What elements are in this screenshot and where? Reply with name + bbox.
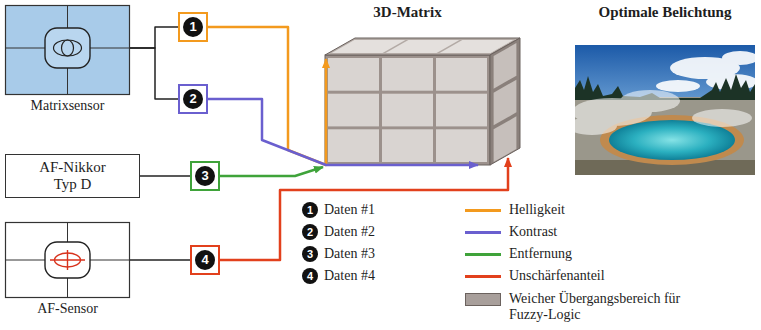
legend-text: Kontrast (509, 224, 557, 240)
legend-row: Unschärfenanteil (465, 268, 605, 284)
matrix-sensor-symbol (6, 6, 130, 95)
lens-box: AF-Nikkor Typ D (5, 154, 140, 198)
legend-row: 4 Daten #4 (302, 268, 375, 284)
node-label: 3D-Matrix (325, 3, 490, 21)
cube-top (325, 38, 520, 55)
legend-line (465, 231, 501, 234)
node-label: Matrixsensor (5, 97, 130, 114)
legend-row: Helligkeit (465, 202, 565, 218)
sensor-box: AF-Sensor (5, 222, 130, 317)
data-callout: 2 (178, 84, 208, 114)
legend-text: Weicher Übergangsbereich für Fuzzy-Logic (509, 291, 714, 323)
callout-number: 4 (302, 268, 318, 284)
legend-text: Daten #4 (324, 268, 375, 284)
callout-number: 1 (302, 202, 318, 218)
legend-row: 3 Daten #3 (302, 246, 375, 262)
legend-row: Weicher Übergangsbereich für Fuzzy-Logic (465, 291, 714, 323)
cube-cells (328, 58, 487, 162)
data-callout: 1 (178, 12, 208, 42)
callout-number: 1 (183, 17, 203, 37)
callout-number: 3 (302, 246, 318, 262)
legend-number-dot: 1 (302, 202, 318, 218)
signal-line (140, 175, 190, 177)
cube-side (490, 38, 520, 165)
callout-dot: 3 (195, 166, 215, 186)
legend-row: 1 Daten #1 (302, 202, 375, 218)
signal-line (130, 27, 178, 48)
photo-panel: Optimale Belichtung (575, 3, 755, 175)
signal-line (130, 259, 190, 261)
sensor-frame (6, 223, 130, 298)
sensor-grid (6, 223, 130, 298)
af-sensor-symbol (6, 223, 130, 298)
sensor-zone (62, 40, 74, 56)
matrix-cube: 3D-Matrix (318, 3, 528, 168)
data-arrow (208, 99, 478, 165)
steam (575, 90, 752, 135)
sensor-frame (6, 6, 130, 95)
legend-number-dot: 4 (302, 268, 318, 284)
data-arrow (208, 27, 326, 165)
legend-text: Daten #3 (324, 246, 375, 262)
cube-cells (494, 43, 517, 162)
callout-number: 2 (183, 89, 203, 109)
legend-text: Helligkeit (509, 202, 565, 218)
callout-number: 3 (195, 166, 215, 186)
sensor-zone (54, 40, 82, 56)
data-callout: 4 (190, 245, 220, 275)
data-callout: 3 (190, 161, 220, 191)
legend-number-dot: 3 (302, 246, 318, 262)
af-cross (50, 250, 85, 270)
legend-text: Daten #1 (324, 202, 375, 218)
node-label: AF-Nikkor Typ D (28, 159, 118, 193)
sensor-grid (6, 6, 130, 95)
legend-swatch (465, 293, 501, 306)
legend-row: Entfernung (465, 246, 572, 262)
legend-line (465, 253, 501, 256)
cube-cells (332, 40, 514, 53)
legend-row: 2 Daten #2 (302, 224, 375, 240)
callout-number: 2 (302, 224, 318, 240)
sensor-center (45, 242, 90, 278)
cube-front (325, 55, 490, 165)
matrix-cube (325, 38, 520, 165)
hot-spring-photo (575, 45, 755, 175)
legend-text: Unschärfenanteil (509, 268, 605, 284)
signal-line (130, 48, 178, 99)
legend-text: Entfernung (509, 246, 572, 262)
data-arrow (220, 158, 508, 260)
sensor-box: Matrixsensor (5, 5, 130, 114)
node-label: AF-Sensor (5, 300, 130, 317)
legend-text: Daten #2 (324, 224, 375, 240)
callout-dot: 1 (183, 17, 203, 37)
callout-number: 4 (195, 250, 215, 270)
legend-row: Kontrast (465, 224, 557, 240)
legend-line (465, 209, 501, 212)
data-arrow (220, 167, 323, 176)
legend-number-dot: 2 (302, 224, 318, 240)
callout-dot: 2 (183, 89, 203, 109)
legend-line (465, 275, 501, 278)
node-label: Optimale Belichtung (575, 3, 755, 21)
sensor-center (45, 28, 90, 68)
callout-dot: 4 (195, 250, 215, 270)
